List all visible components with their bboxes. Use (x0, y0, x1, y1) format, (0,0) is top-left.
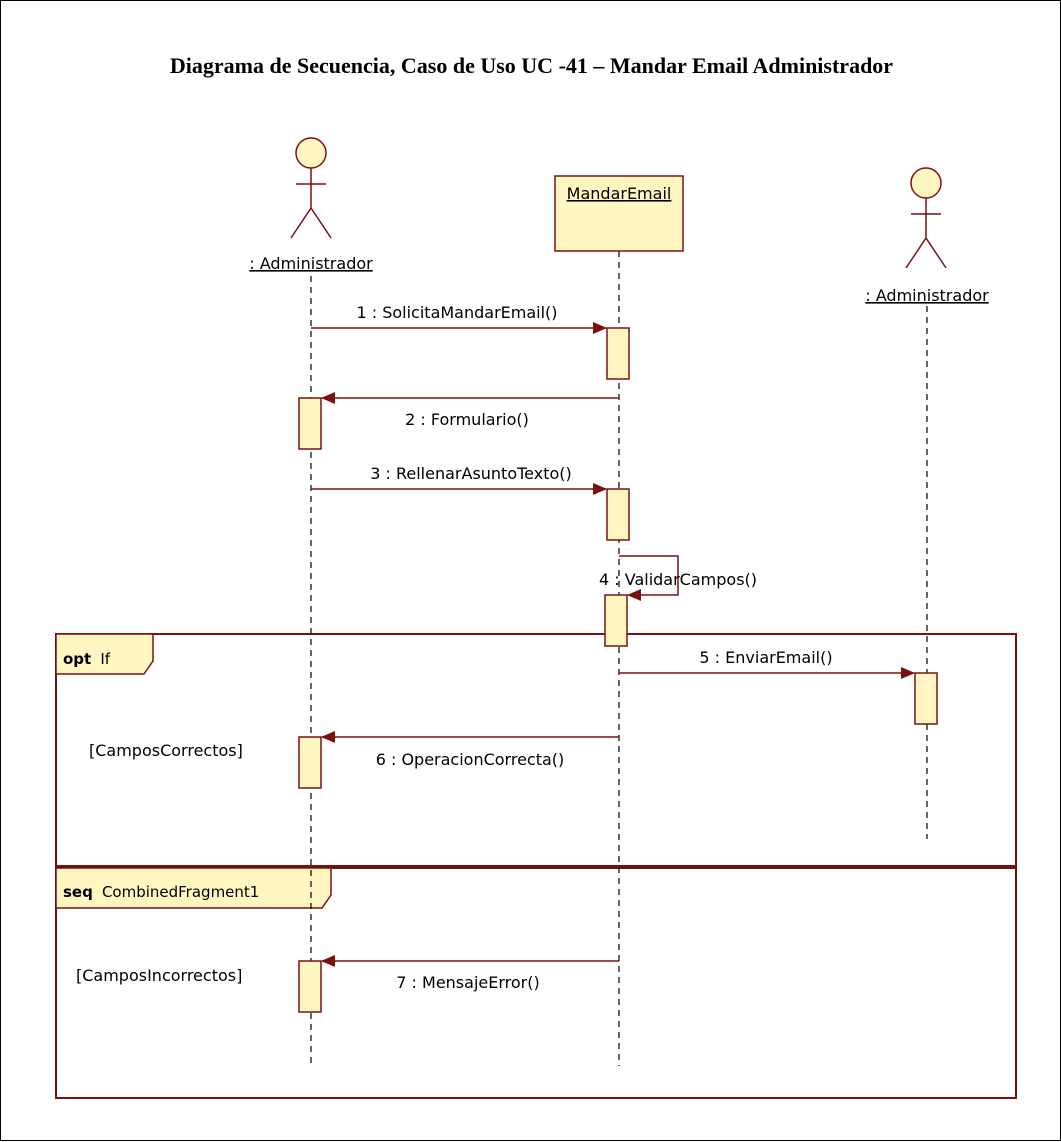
object-mandaremail-label: MandarEmail (567, 184, 672, 203)
fragment-seq-tab (55, 867, 332, 909)
fragment-opt: opt If [CamposCorrectos] (55, 633, 1017, 867)
message-label-1: 1 : SolicitaMandarEmail() (356, 303, 557, 322)
activation-bar (298, 736, 322, 789)
actor-administrador-1 (290, 137, 332, 239)
activation-bar (606, 488, 630, 541)
message-label-2: 2 : Formulario() (405, 410, 529, 429)
message-label-6: 6 : OperacionCorrecta() (376, 750, 565, 769)
activation-bar (604, 594, 628, 647)
fragment-seq-name: CombinedFragment1 (102, 883, 259, 901)
actor-administrador-2 (905, 167, 947, 269)
message-label-7: 7 : MensajeError() (396, 973, 539, 992)
guard-campos-correctos: [CamposCorrectos] (89, 741, 243, 760)
fragment-opt-keyword: opt (63, 650, 91, 668)
message-label-3: 3 : RellenarAsuntoTexto() (370, 464, 572, 483)
activation-bar (606, 327, 630, 380)
svg-text:seq CombinedFragment1: seq CombinedFragment1 (63, 882, 259, 901)
actor-head-icon (910, 167, 942, 199)
fragment-opt-name: If (100, 650, 110, 668)
diagram-title: Diagrama de Secuencia, Caso de Uso UC -4… (169, 53, 894, 78)
message-label-5: 5 : EnviarEmail() (699, 648, 832, 667)
activation-bar (298, 960, 322, 1013)
fragment-seq-keyword: seq (63, 883, 93, 901)
message-arrow-4-self (619, 555, 679, 601)
fragment-seq: seq CombinedFragment1 [CamposIncorrectos… (55, 867, 1017, 1099)
lifeline-label-administrador-1: : Administrador (249, 254, 373, 273)
activation-bar (914, 672, 938, 725)
fragment-opt-frame (55, 633, 1017, 867)
lifeline-label-administrador-2: : Administrador (865, 286, 989, 305)
svg-text:opt If: opt If (63, 649, 111, 668)
actor-head-icon (295, 137, 327, 169)
message-label-4: 4 : ValidarCampos() (599, 570, 757, 589)
object-mandaremail-box (554, 175, 684, 252)
activation-bar (298, 397, 322, 450)
guard-campos-incorrectos: [CamposIncorrectos] (76, 966, 242, 985)
fragment-opt-tab (55, 633, 154, 675)
fragment-seq-frame (55, 867, 1017, 1099)
